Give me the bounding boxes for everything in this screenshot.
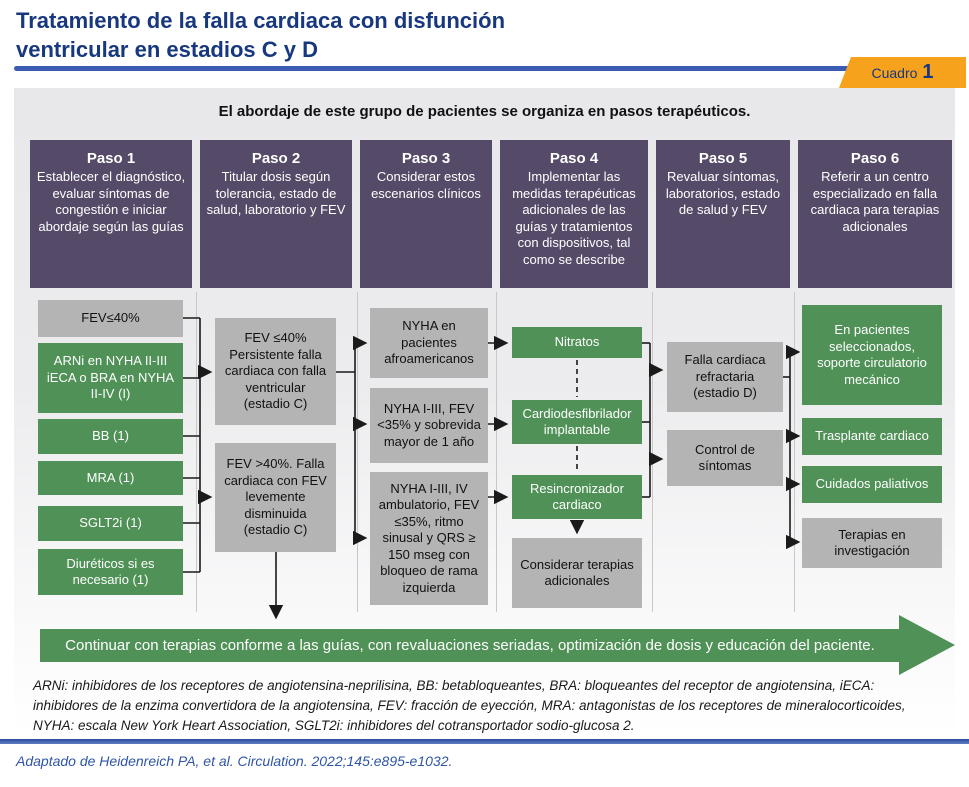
cuadro-badge: Cuadro 1 <box>839 57 966 88</box>
step-2-header: Paso 2 Titular dosis según tolerancia, e… <box>200 140 352 288</box>
step-3-header: Paso 3 Considerar estos escenarios clíni… <box>360 140 492 288</box>
box-fev-gt40-estadio-c: FEV >40%. Falla cardiaca con FEV levemen… <box>215 443 336 552</box>
continue-banner-arrowhead <box>899 615 955 675</box>
step-4-title: Paso 4 <box>549 150 599 167</box>
step-6-header: Paso 6 Referir a un centro especializado… <box>798 140 952 288</box>
box-falla-refractaria: Falla cardiaca refractaria (estadio D) <box>667 342 783 412</box>
box-control-sintomas: Control de síntomas <box>667 430 783 486</box>
continue-banner: Continuar con terapias conforme a las gu… <box>40 629 900 662</box>
step-5-header: Paso 5 Revaluar síntomas, laboratorios, … <box>656 140 790 288</box>
abbreviations-footnote: ARNi: inhibidores de los receptores de a… <box>33 678 906 733</box>
step-2-title: Paso 2 <box>251 150 301 167</box>
source-credit: Adaptado de Heidenreich PA, et al. Circu… <box>16 753 453 769</box>
page-title: Tratamiento de la falla cardiaca con dis… <box>16 6 716 64</box>
step-6-desc: Referir a un centro especializado en fal… <box>810 169 940 234</box>
box-nyha-afroamericanos: NYHA en pacientes afroamericanos <box>370 308 488 378</box>
box-soporte-mecanico: En pacientes seleccionados, soporte circ… <box>802 305 942 405</box>
intro-text: El abordaje de este grupo de pacientes s… <box>218 103 751 120</box>
step-5-desc: Revaluar síntomas, laboratorios, estado … <box>665 169 781 217</box>
page-title-line2: ventricular en estadios C y D <box>16 37 318 62</box>
step-4-header: Paso 4 Implementar las medidas terapéuti… <box>500 140 648 288</box>
box-fev40: FEV≤40% <box>38 300 183 337</box>
step-6-title: Paso 6 <box>850 150 900 167</box>
box-trasplante: Trasplante cardiaco <box>802 418 942 455</box>
box-bb: BB (1) <box>38 419 183 454</box>
step-3-desc: Considerar estos escenarios clínicos <box>371 169 481 201</box>
box-diureticos: Diuréticos si es necesario (1) <box>38 549 183 595</box>
box-nyha-qrs-bloqueo: NYHA I-III, IV ambulatorio, FEV ≤35%, ri… <box>370 472 488 605</box>
box-considerar-terapias: Considerar terapias adicionales <box>512 538 642 608</box>
box-resincronizador: Resincronizador cardiaco <box>512 475 642 519</box>
cuadro-badge-number: 1 <box>922 61 934 83</box>
step-2-desc: Titular dosis según tolerancia, estado d… <box>206 169 346 217</box>
cuadro-badge-label: Cuadro <box>871 64 918 81</box>
box-cuidados-paliativos: Cuidados paliativos <box>802 466 942 503</box>
step-1-title: Paso 1 <box>86 150 136 167</box>
box-nyha-fev35-sobrevida: NYHA I-III, FEV <35% y sobrevida mayor d… <box>370 388 488 463</box>
step-1-header: Paso 1 Establecer el diagnóstico, evalua… <box>30 140 192 288</box>
box-arni: ARNi en NYHA II-III iECA o BRA en NYHA I… <box>38 343 183 413</box>
box-sglt2i: SGLT2i (1) <box>38 506 183 541</box>
step-1-desc: Establecer el diagnóstico, evaluar sínto… <box>36 169 186 234</box>
bottom-divider-line <box>0 739 969 744</box>
step-4-desc: Implementar las medidas terapéuticas adi… <box>512 169 636 267</box>
box-fev-le40-estadio-c: FEV ≤40% Persistente falla cardiaca con … <box>215 318 336 425</box>
box-nitratos: Nitratos <box>512 327 642 358</box>
box-cardiodesfibrilador: Cardiodesfibrilador implantable <box>512 400 642 444</box>
box-mra: MRA (1) <box>38 461 183 495</box>
page-title-line1: Tratamiento de la falla cardiaca con dis… <box>16 8 506 33</box>
step-3-title: Paso 3 <box>401 150 451 167</box>
title-underline <box>14 66 955 71</box>
box-terapias-investigacion: Terapias en investigación <box>802 518 942 568</box>
step-5-title: Paso 5 <box>698 150 748 167</box>
